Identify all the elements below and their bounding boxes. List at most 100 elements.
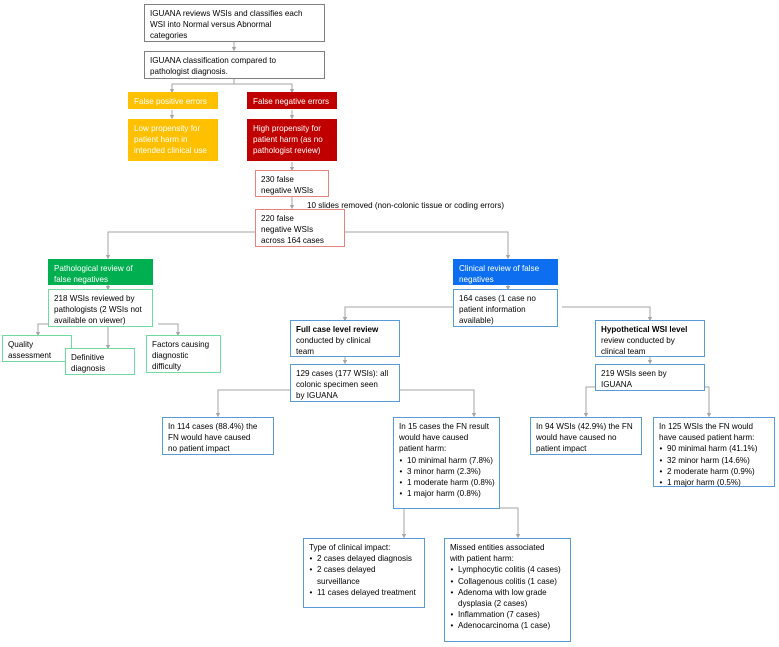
- line: patient harm in: [134, 135, 188, 145]
- line: False positive errors: [134, 97, 207, 106]
- node-false-negative-errors: False negative errors: [247, 92, 337, 109]
- line: In 94 WSIs (42.9%) the FN: [536, 422, 633, 431]
- node-114-cases-no-impact: In 114 cases (88.4%) the FN would have c…: [162, 417, 274, 455]
- annotation-slides-removed: 10 slides removed (non-colonic tissue or…: [307, 201, 505, 210]
- line: WSI into Normal versus Abnormal: [150, 20, 272, 30]
- line: across 164 cases: [261, 236, 324, 246]
- line: with patient harm:: [450, 554, 514, 564]
- node-125-wsis-harm: In 125 WSIs the FN would have caused pat…: [653, 417, 775, 488]
- line: patient harm (as no: [253, 135, 323, 145]
- list-item: 2 moderate harm (0.9%): [659, 466, 770, 477]
- line: intended clinical use: [134, 146, 207, 156]
- node-quality-assessment: Quality assessment: [2, 335, 72, 362]
- line: patient information: [459, 305, 526, 315]
- node-high-propensity: High propensity for patient harm (as no …: [247, 119, 337, 161]
- line: difficulty: [152, 362, 182, 372]
- line: no patient impact: [168, 444, 230, 454]
- node-factors-diagnostic-difficulty: Factors causing diagnostic difficulty: [146, 335, 221, 373]
- harm-breakdown-list: 90 minimal harm (41.1%) 32 minor harm (1…: [659, 443, 770, 488]
- list-item: 90 minimal harm (41.1%): [659, 443, 770, 454]
- line: negative WSIs: [261, 186, 314, 196]
- line: In 15 cases the FN result: [399, 422, 489, 431]
- node-full-case-level-review: Full case level review conducted by clin…: [290, 320, 400, 357]
- node-pathological-review: Pathological review of false negatives: [48, 259, 153, 285]
- line: team: [296, 347, 314, 357]
- line: In 125 WSIs the FN would: [659, 422, 754, 431]
- node-129-cases: 129 cases (177 WSIs): all colonic specim…: [290, 364, 400, 402]
- line: false negatives: [54, 275, 108, 285]
- line: 218 WSIs reviewed by: [54, 294, 135, 303]
- line: diagnosis: [71, 364, 106, 374]
- line: 129 cases (177 WSIs): all: [296, 369, 389, 378]
- line-bold: Hypothetical WSI level: [601, 325, 688, 334]
- node-false-positive-errors: False positive errors: [128, 92, 218, 109]
- list-item: 32 minor harm (14.6%): [659, 455, 770, 466]
- list-item: Inflammation (7 cases): [450, 609, 566, 620]
- node-94-wsis-no-impact: In 94 WSIs (42.9%) the FN would have cau…: [530, 417, 642, 455]
- line: negative WSIs: [261, 225, 314, 235]
- line: would have caused no: [536, 433, 617, 443]
- list-item: 2 cases delayed diagnosis: [309, 553, 420, 564]
- line: Definitive: [71, 353, 105, 362]
- node-15-cases-harm: In 15 cases the FN result would have cau…: [393, 417, 500, 509]
- node-clinical-review: Clinical review of false negatives: [453, 259, 558, 285]
- line: 230 false: [261, 175, 294, 184]
- list-item: 1 major harm (0.5%): [659, 477, 770, 488]
- line: review conducted by: [601, 336, 675, 346]
- list-item: 1 major harm (0.8%): [399, 488, 495, 499]
- line: Quality: [8, 340, 34, 349]
- node-missed-entities: Missed entities associated with patient …: [444, 538, 571, 642]
- line: IGUANA classification compared to: [150, 56, 276, 65]
- node-iguana-reviews: IGUANA reviews WSIs and classifies each …: [144, 4, 325, 42]
- list-item: Lymphocytic colitis (4 cases): [450, 564, 566, 575]
- line: IGUANA: [601, 380, 633, 390]
- line: colonic specimen seen: [296, 380, 378, 390]
- list-item: 2 cases delayed surveillance: [309, 564, 420, 586]
- line: 164 cases (1 case no: [459, 294, 536, 303]
- node-definitive-diagnosis: Definitive diagnosis: [65, 348, 135, 375]
- line: conducted by clinical: [296, 336, 371, 346]
- line: patient impact: [536, 444, 587, 454]
- node-iguana-compared: IGUANA classification compared to pathol…: [144, 51, 325, 79]
- line: FN would have caused: [168, 433, 251, 443]
- line: Factors causing: [152, 340, 210, 349]
- line: assessment: [8, 351, 52, 361]
- line: Missed entities associated: [450, 543, 545, 552]
- line: clinical team: [601, 347, 646, 357]
- node-low-propensity: Low propensity for patient harm in inten…: [128, 119, 218, 161]
- line: have caused patient harm:: [659, 433, 755, 443]
- line: pathologist diagnosis.: [150, 67, 228, 77]
- node-164-cases: 164 cases (1 case no patient information…: [453, 289, 558, 327]
- list-item: Adenoma with low grade dysplasia (2 case…: [450, 587, 566, 609]
- node-fn-230: 230 false negative WSIs: [255, 170, 329, 197]
- line: pathologist review): [253, 146, 321, 156]
- line: 220 false: [261, 214, 294, 223]
- line: available): [459, 316, 494, 326]
- line: pathologists (2 WSIs not: [54, 305, 142, 315]
- line: available on viewer): [54, 316, 126, 326]
- harm-breakdown-list: 10 minimal harm (7.8%) 3 minor harm (2.3…: [399, 455, 495, 500]
- line: High propensity for: [253, 124, 321, 133]
- line: Clinical review of false: [459, 264, 540, 273]
- clinical-impact-list: 2 cases delayed diagnosis 2 cases delaye…: [309, 553, 420, 598]
- line: patient harm:: [399, 444, 447, 454]
- line: categories: [150, 31, 188, 41]
- list-item: Adenocarcinoma (1 case): [450, 620, 566, 631]
- line: Pathological review of: [54, 264, 133, 273]
- node-type-of-clinical-impact: Type of clinical impact: 2 cases delayed…: [303, 538, 425, 608]
- node-hypothetical-wsi-level-review: Hypothetical WSI level review conducted …: [595, 320, 705, 357]
- list-item: 11 cases delayed treatment: [309, 587, 420, 598]
- node-219-wsis-seen: 219 WSIs seen by IGUANA: [595, 364, 705, 391]
- line: would have caused: [399, 433, 469, 443]
- node-218-wsis-reviewed: 218 WSIs reviewed by pathologists (2 WSI…: [48, 289, 153, 327]
- missed-entities-list: Lymphocytic colitis (4 cases) Collagenou…: [450, 564, 566, 631]
- line: Low propensity for: [134, 124, 201, 133]
- line: diagnostic: [152, 351, 189, 361]
- line: negatives: [459, 275, 494, 285]
- line: In 114 cases (88.4%) the: [168, 422, 258, 431]
- line: IGUANA reviews WSIs and classifies each: [150, 9, 303, 18]
- list-item: 10 minimal harm (7.8%): [399, 455, 495, 466]
- line: Type of clinical impact:: [309, 543, 391, 552]
- node-fn-220: 220 false negative WSIs across 164 cases: [255, 209, 345, 247]
